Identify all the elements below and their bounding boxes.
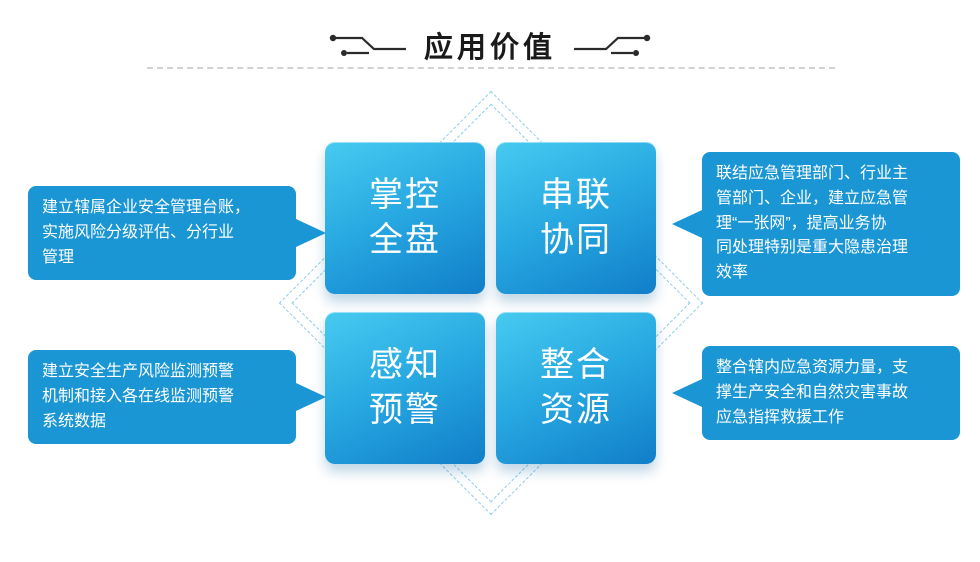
tile-integrate-resources: 整合 资源: [496, 312, 656, 464]
callout-right-bottom: 整合辖内应急资源力量，支 撑生产安全和自然灾害事故 应急指挥救援工作: [672, 346, 960, 441]
title-ornament-right-icon: [574, 34, 651, 56]
title-ornament-left-icon: [329, 34, 406, 56]
callout-right-top: 联结应急管理部门、行业主 管部门、企业，建立应急管 理“一张网”，提高业务协 同…: [672, 152, 960, 296]
tile-serial-coordination: 串联 协同: [496, 142, 656, 294]
tile-perception-warning: 感知 预警: [325, 312, 485, 464]
tile-control-overall: 掌控 全盘: [325, 142, 485, 294]
header-divider: [147, 67, 835, 69]
callout-left-top: 建立辖属企业安全管理台账， 实施风险分级评估、分行业 管理: [28, 186, 326, 281]
header: 应用价值: [0, 24, 980, 66]
callout-left-bottom: 建立安全生产风险监测预警 机制和接入各在线监测预警 系统数据: [28, 350, 326, 445]
page-title: 应用价值: [423, 32, 556, 64]
